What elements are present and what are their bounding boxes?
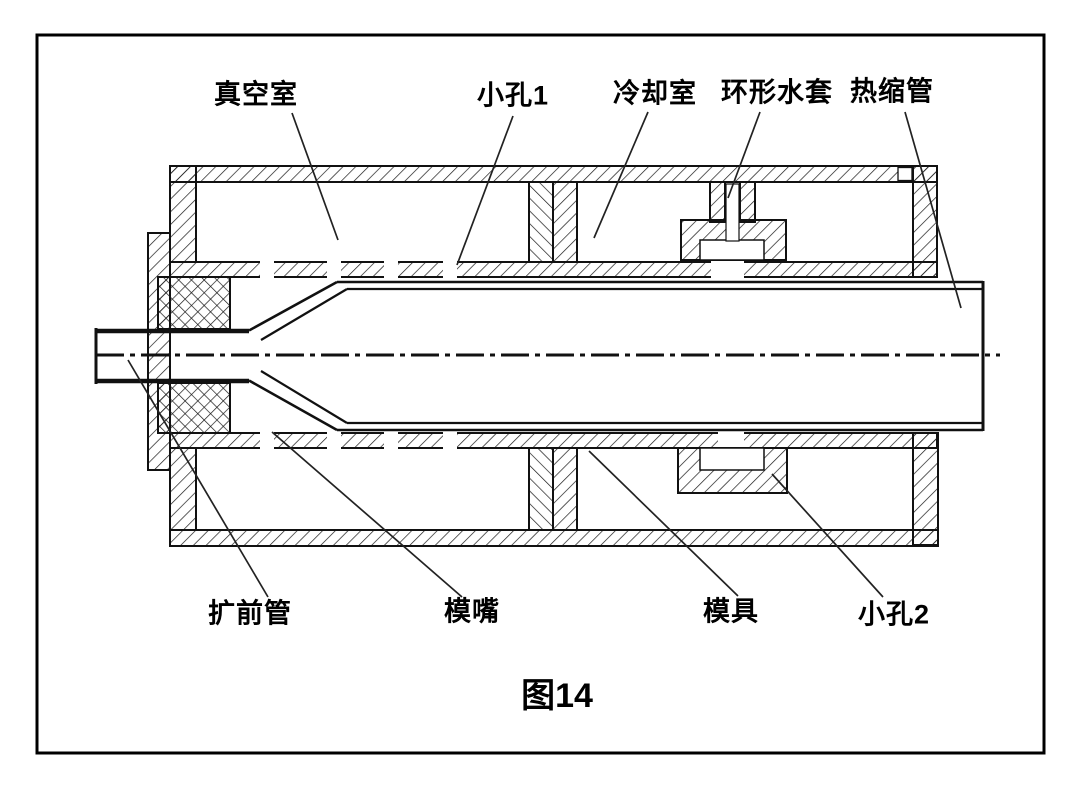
leader-heat-shrink-tube <box>904 111 962 309</box>
label-heat-shrink-tube: 热缩管 <box>850 76 934 107</box>
die-nozzle-bottom-block <box>157 382 231 434</box>
expansion-cone-top-outer <box>248 280 338 332</box>
die-nozzle-top-block <box>157 276 231 330</box>
leader-small-hole-2 <box>771 473 884 598</box>
end-wall-notch-top <box>897 166 913 182</box>
upper-housing <box>169 165 938 279</box>
flange-plate <box>147 232 171 471</box>
water-channel-top <box>699 239 765 261</box>
bottom-outer-wall <box>169 529 939 547</box>
expansion-cone-bottom-inner <box>260 370 348 424</box>
lower-housing <box>169 431 939 547</box>
figure-caption: 图14 <box>521 677 593 715</box>
right-end-wall-bottom <box>912 432 939 546</box>
label-small-hole-2: 小孔2 <box>857 599 931 630</box>
chamber-divider-top <box>528 181 578 263</box>
leader-small-hole-1 <box>456 115 514 266</box>
chamber-divider-bottom <box>528 447 578 531</box>
leader-cooling-chamber <box>593 111 649 239</box>
inner-perforated-wall-bottom <box>169 432 938 449</box>
label-die: 模具 <box>703 596 759 627</box>
leader-die <box>588 450 739 597</box>
leader-annular-water-jacket <box>727 111 761 199</box>
expansion-cone-top-inner <box>260 288 348 341</box>
die-assembly <box>147 232 231 471</box>
expansion-cone-bottom-outer <box>248 379 338 432</box>
top-outer-wall <box>169 165 938 183</box>
leader-vacuum-chamber <box>291 112 339 241</box>
left-end-wall-top <box>169 165 197 263</box>
label-cooling-chamber: 冷却室 <box>613 78 697 109</box>
annular-water-jacket-bottom <box>677 447 788 494</box>
label-die-nozzle: 模嘴 <box>444 596 500 627</box>
label-annular-water-jacket: 环形水套 <box>721 77 833 108</box>
water-channel-bottom <box>699 447 765 471</box>
label-small-hole-1: 小孔1 <box>476 80 550 111</box>
leader-pre-expansion-tube <box>127 359 269 598</box>
label-pre-expansion-tube: 扩前管 <box>208 598 292 629</box>
leader-lines <box>127 111 962 598</box>
small-holes-top <box>260 260 744 279</box>
water-inlet-slot <box>725 183 740 242</box>
label-vacuum-chamber: 真空室 <box>214 79 298 110</box>
left-end-wall-bottom <box>169 447 197 531</box>
tube-profile <box>94 280 985 432</box>
annular-water-jacket-top <box>680 181 787 261</box>
leader-die-nozzle <box>271 431 463 598</box>
inner-perforated-wall-top <box>169 261 938 278</box>
small-hole-2 <box>718 431 744 450</box>
figure-border <box>35 33 1046 755</box>
small-holes-bottom <box>260 431 744 450</box>
